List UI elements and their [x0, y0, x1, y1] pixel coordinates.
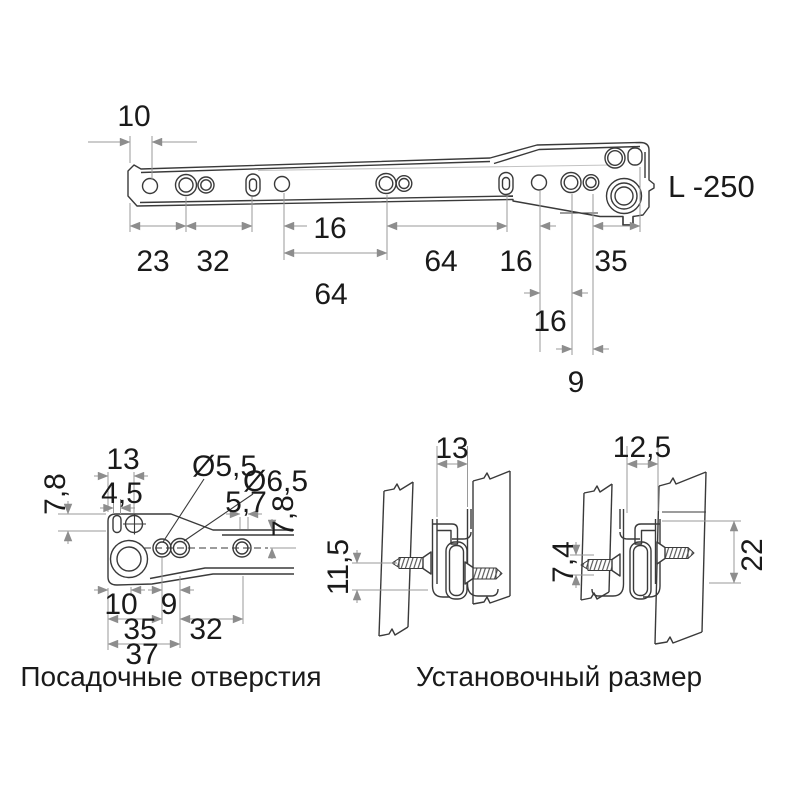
dim-23-label: 23 [136, 245, 169, 278]
dim-16-slot-label: 16 [313, 212, 346, 245]
screw-into-cabinet-panel-2 [656, 541, 695, 565]
dim-7-4-label: 7,4 [547, 541, 580, 583]
dim-64-lower-label: 64 [314, 278, 347, 311]
dim-35-bottom-label: 35 [123, 613, 156, 646]
install-view-dimension-lines [352, 446, 741, 603]
holes-view: 13 4,5 Ø5,5 Ø6,5 5,7 7,8 7,8 10 9 35 32 … [20, 443, 321, 692]
dim-35-label: 35 [594, 245, 627, 278]
dim-13-install-label: 13 [435, 432, 468, 465]
bracket-outline [107, 478, 294, 586]
dim-13-label: 13 [106, 443, 139, 476]
diameter-55-leader [162, 478, 205, 543]
dim-10-bottom-label: 10 [104, 588, 137, 621]
dim-32-label: 32 [196, 245, 229, 278]
screw-into-drawer-panel [464, 561, 503, 585]
diameter-65-label: Ø6,5 [243, 465, 308, 498]
dim-5-7-label: 5,7 [225, 486, 267, 519]
install-view-caption: Установочный размер [416, 661, 702, 692]
install-view: 13 12,5 11,5 7,4 22 Установочный размер [322, 431, 769, 692]
dim-9-bottom-label: 9 [161, 588, 178, 621]
dim-16-rear-label: 16 [533, 305, 566, 338]
dim-12-5-label: 12,5 [613, 431, 671, 464]
side-view: 10 23 32 16 64 16 35 64 16 9 L -250 [88, 100, 755, 399]
section-drawer-side [580, 471, 707, 645]
rail-outline [127, 141, 655, 226]
rail-holes [141, 147, 643, 226]
side-view-dimension-lines [88, 136, 641, 355]
holes-view-caption: Посадочные отверстия [20, 661, 321, 692]
dim-64-label: 64 [424, 245, 457, 278]
screw-into-drawer-panel-2 [580, 553, 621, 577]
dim-11-5-label: 11,5 [322, 539, 355, 595]
screw-into-cabinet-panel [391, 551, 432, 575]
dim-4-5-label: 4,5 [101, 477, 143, 510]
length-label: L -250 [668, 169, 755, 204]
dim-22-label: 22 [736, 538, 769, 571]
install-view-dimension-labels: 13 12,5 11,5 7,4 22 Установочный размер [322, 431, 769, 692]
diameter-65-leader [183, 493, 254, 542]
holes-view-dimension-labels: 13 4,5 Ø5,5 Ø6,5 5,7 7,8 7,8 10 9 35 32 … [20, 443, 321, 692]
section-cabinet-side [378, 470, 511, 637]
dim-9-label: 9 [568, 366, 585, 399]
diameter-55-label: Ø5,5 [192, 450, 257, 483]
holes-view-dimension-lines [58, 471, 296, 650]
dim-37-label: 37 [125, 638, 158, 671]
dim-10-label: 10 [117, 100, 150, 133]
side-view-dimension-labels: 10 23 32 16 64 16 35 64 16 9 L -250 [117, 100, 754, 399]
dim-16-mid-label: 16 [499, 245, 532, 278]
dim-7-8-right-label: 7,8 [267, 495, 300, 537]
dim-7-8-left-label: 7,8 [39, 473, 72, 515]
dim-32-bottom-label: 32 [189, 613, 222, 646]
